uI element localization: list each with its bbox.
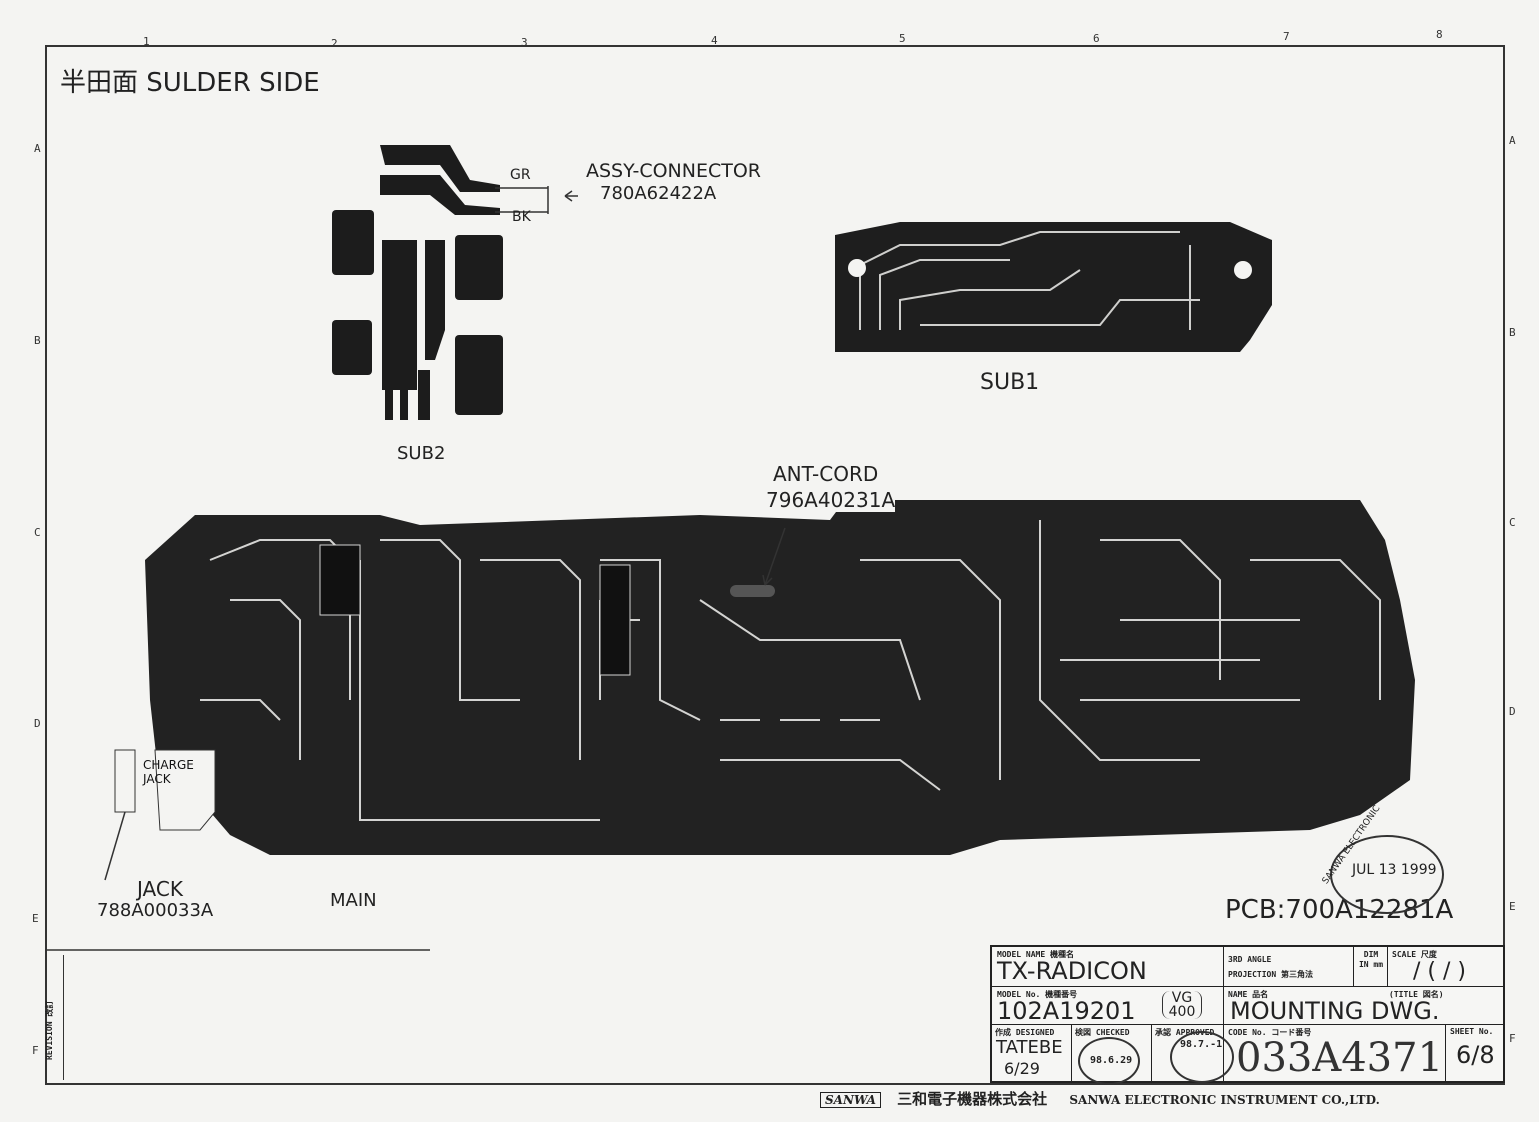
model-no-cell: MODEL No. 機種番号 102A19201 VG 400 bbox=[992, 987, 1224, 1025]
grid-col-3: 3 bbox=[521, 36, 528, 49]
sub1-label: SUB1 bbox=[980, 370, 1040, 395]
grid-col-7: 7 bbox=[1283, 30, 1290, 43]
scale-label: SCALE 尺度 bbox=[1392, 950, 1437, 959]
approved-cell: 承認 APPROVED 98.7.-1 bbox=[1152, 1025, 1234, 1083]
model-no-label: MODEL No. 機種番号 bbox=[997, 990, 1078, 999]
revision-label: REVISION 改訂 bbox=[45, 1000, 54, 1060]
designed-date: 6/29 bbox=[1004, 1059, 1040, 1078]
title-block: MODEL NAME 機種名 TX-RADICON 3RD ANGLE PROJ… bbox=[990, 945, 1505, 1085]
footer: SANWA 三和電子機器株式会社 SANWA ELECTRONIC INSTRU… bbox=[820, 1088, 1380, 1109]
designed-cell: 作成 DESIGNED TATEBE 6/29 bbox=[992, 1025, 1072, 1083]
grid-row-a-right: A bbox=[1509, 134, 1516, 147]
charge-jack-label: CHARGE JACK bbox=[143, 758, 194, 786]
checked-label: 検図 CHECKED bbox=[1075, 1028, 1130, 1037]
grid-row-d: D bbox=[34, 717, 41, 730]
ant-cord-code: 796A40231A bbox=[766, 488, 896, 512]
sub1-board bbox=[835, 222, 1272, 352]
ant-cord-label: ANT-CORD bbox=[773, 462, 879, 486]
projection-cell: 3RD ANGLE PROJECTION 第三角法 bbox=[1224, 947, 1354, 987]
code-number: 033A4371 bbox=[1236, 1035, 1444, 1081]
designed-by: TATEBE bbox=[996, 1037, 1063, 1058]
grid-col-2: 2 bbox=[331, 37, 338, 50]
grid-row-b-right: B bbox=[1509, 326, 1516, 339]
sheet-number: 6/8 bbox=[1456, 1041, 1495, 1069]
grid-col-1: 1 bbox=[143, 35, 150, 48]
jack-label: JACK bbox=[137, 877, 183, 901]
checked-date: 98.6.29 bbox=[1090, 1055, 1133, 1066]
company-name-jp: 三和電子機器株式会社 bbox=[897, 1090, 1048, 1108]
grid-col-5: 5 bbox=[899, 32, 906, 45]
sub2-board bbox=[332, 145, 503, 420]
model-no: 102A19201 bbox=[997, 997, 1136, 1025]
scale-cell: SCALE 尺度 / ( / ) bbox=[1388, 947, 1503, 987]
grid-row-d-right: D bbox=[1509, 705, 1516, 718]
leader-lines bbox=[45, 186, 786, 951]
dim-cell: DIM IN mm bbox=[1354, 947, 1388, 987]
date-stamp bbox=[1330, 835, 1444, 914]
grid-row-f: F bbox=[32, 1044, 39, 1057]
sanwa-logo: SANWA bbox=[820, 1092, 881, 1108]
company-name-en: SANWA ELECTRONIC INSTRUMENT CO.,LTD. bbox=[1069, 1093, 1380, 1107]
model-name: TX-RADICON bbox=[997, 957, 1147, 985]
grid-row-b: B bbox=[34, 334, 41, 347]
grid-row-c-right: C bbox=[1509, 516, 1516, 529]
model-name-cell: MODEL NAME 機種名 TX-RADICON bbox=[992, 947, 1224, 987]
title-label: (TITLE 図名) bbox=[1389, 990, 1444, 999]
grid-col-4: 4 bbox=[711, 34, 718, 47]
grid-col-8: 8 bbox=[1436, 28, 1443, 41]
main-label: MAIN bbox=[330, 890, 377, 911]
code-label: CODE No. コード番号 bbox=[1228, 1028, 1312, 1037]
checked-cell: 検図 CHECKED 98.6.29 bbox=[1072, 1025, 1152, 1085]
name-cell: NAME 品名 (TITLE 図名) MOUNTING DWG. bbox=[1224, 987, 1503, 1025]
bk-wire-label: BK bbox=[512, 209, 531, 225]
drawing-frame bbox=[45, 45, 1505, 1085]
gr-wire-label: GR bbox=[510, 167, 531, 183]
scale-value: / ( / ) bbox=[1413, 959, 1466, 984]
grid-row-f-right: F bbox=[1509, 1032, 1516, 1045]
main-board bbox=[114, 500, 1415, 855]
grid-row-c: C bbox=[34, 526, 41, 539]
drawing-name: MOUNTING DWG. bbox=[1230, 997, 1440, 1025]
sheet-label: SHEET No. bbox=[1450, 1027, 1494, 1036]
approved-label: 承認 APPROVED bbox=[1155, 1028, 1215, 1037]
assy-connector-code: 780A62422A bbox=[600, 183, 717, 204]
grid-row-e-right: E bbox=[1509, 900, 1516, 913]
grid-row-a: A bbox=[34, 142, 41, 155]
revision-column bbox=[47, 955, 64, 1080]
designed-label: 作成 DESIGNED bbox=[995, 1028, 1055, 1037]
code-cell: CODE No. コード番号 033A4371 bbox=[1224, 1025, 1446, 1083]
assy-connector-label: ASSY-CONNECTOR bbox=[586, 160, 762, 182]
approved-date: 98.7.-1 bbox=[1180, 1039, 1223, 1050]
model-name-label: MODEL NAME 機種名 bbox=[997, 950, 1074, 959]
checked-stamp bbox=[1078, 1037, 1140, 1085]
model-variant: VG 400 bbox=[1162, 991, 1202, 1019]
sheet-heading: 半田面 SULDER SIDE bbox=[60, 68, 320, 98]
grid-col-6: 6 bbox=[1093, 32, 1100, 45]
name-label: NAME 品名 bbox=[1228, 990, 1269, 999]
approved-stamp bbox=[1170, 1031, 1234, 1083]
sub2-label: SUB2 bbox=[397, 443, 446, 464]
jack-code: 788A00033A bbox=[97, 900, 214, 921]
date-stamp-text: JUL 13 1999 bbox=[1352, 862, 1437, 878]
dim-label: DIM IN mm bbox=[1358, 950, 1384, 969]
sheet-cell: SHEET No. 6/8 bbox=[1446, 1025, 1503, 1083]
projection-label: 3RD ANGLE PROJECTION 第三角法 bbox=[1228, 955, 1313, 979]
grid-row-e: E bbox=[32, 912, 39, 925]
